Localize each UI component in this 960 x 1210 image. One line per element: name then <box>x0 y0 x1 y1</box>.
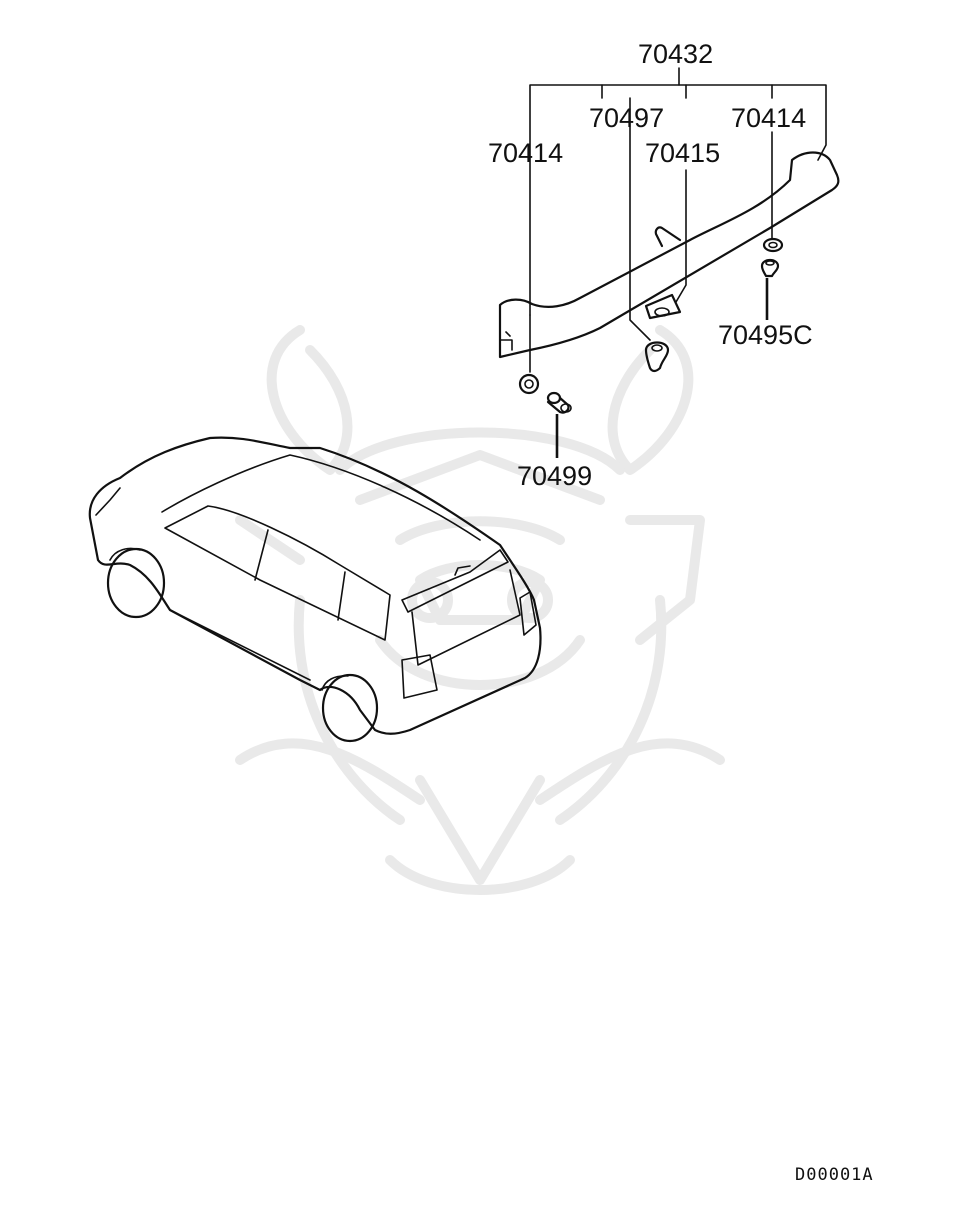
rear-spoiler-icon <box>498 151 840 359</box>
left-washer-icon <box>518 373 540 395</box>
callout-bracket-70415: 70415 <box>645 138 720 168</box>
grommet-icon <box>644 341 670 373</box>
leader-lines <box>529 67 827 458</box>
callout-grommet-70497: 70497 <box>589 103 664 133</box>
callout-right-washer-70414: 70414 <box>731 103 806 133</box>
station-wagon-icon <box>88 436 542 743</box>
right-washer-icon <box>762 237 784 253</box>
samurai-mask-watermark-icon <box>235 325 725 895</box>
right-clip-icon <box>760 258 780 278</box>
callout-assembly-70432: 70432 <box>638 39 713 69</box>
left-nut-icon <box>546 391 572 414</box>
drawing-code: D00001A <box>795 1165 874 1185</box>
callout-left-washer-70414: 70414 <box>488 138 563 168</box>
callout-right-clip-70495c: 70495C <box>718 320 813 350</box>
callout-left-nut-70499: 70499 <box>517 461 592 491</box>
